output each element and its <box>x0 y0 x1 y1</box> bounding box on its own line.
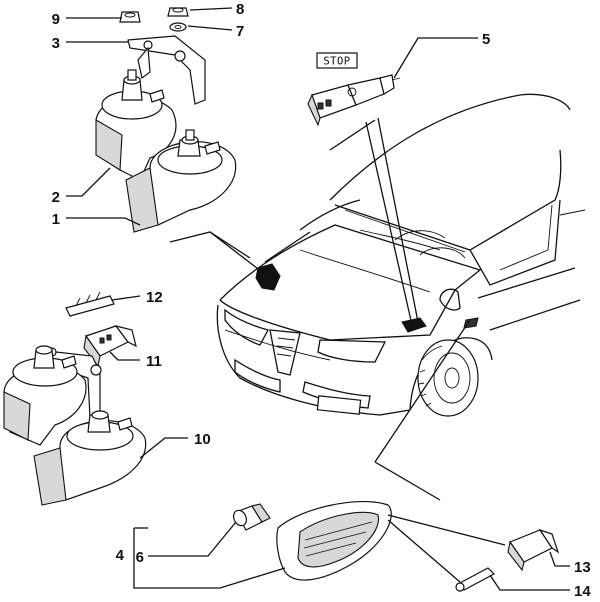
stop-light-switch: STOP <box>307 52 401 127</box>
callout-labels: 9 8 7 3 5 2 1 12 11 10 4 6 13 14 <box>52 1 592 600</box>
side-indicator-group <box>232 501 560 592</box>
callout-6: 6 <box>136 549 144 566</box>
terminal-strip <box>65 295 115 317</box>
callout-7: 7 <box>236 23 244 40</box>
stop-label: STOP <box>323 56 350 68</box>
callout-1: 1 <box>52 211 60 228</box>
horn-assembly-top <box>95 7 237 233</box>
callout-4: 4 <box>116 547 125 564</box>
callout-8: 8 <box>236 1 244 18</box>
callout-3: 3 <box>52 35 60 52</box>
leader-lines <box>169 117 471 501</box>
horn-assembly-bottom <box>3 291 147 506</box>
callout-9: 9 <box>52 11 60 28</box>
front-wheel <box>417 339 479 417</box>
stop-label-box <box>316 52 358 69</box>
callout-13: 13 <box>574 559 591 576</box>
callout-10: 10 <box>194 431 211 448</box>
callout-leaders <box>66 7 570 591</box>
callout-2: 2 <box>52 189 60 206</box>
callout-12: 12 <box>146 289 163 306</box>
callout-11: 11 <box>146 353 162 370</box>
car-illustration <box>216 93 586 417</box>
callout-14: 14 <box>574 583 591 600</box>
washer <box>169 22 187 32</box>
callout-5: 5 <box>482 31 490 48</box>
